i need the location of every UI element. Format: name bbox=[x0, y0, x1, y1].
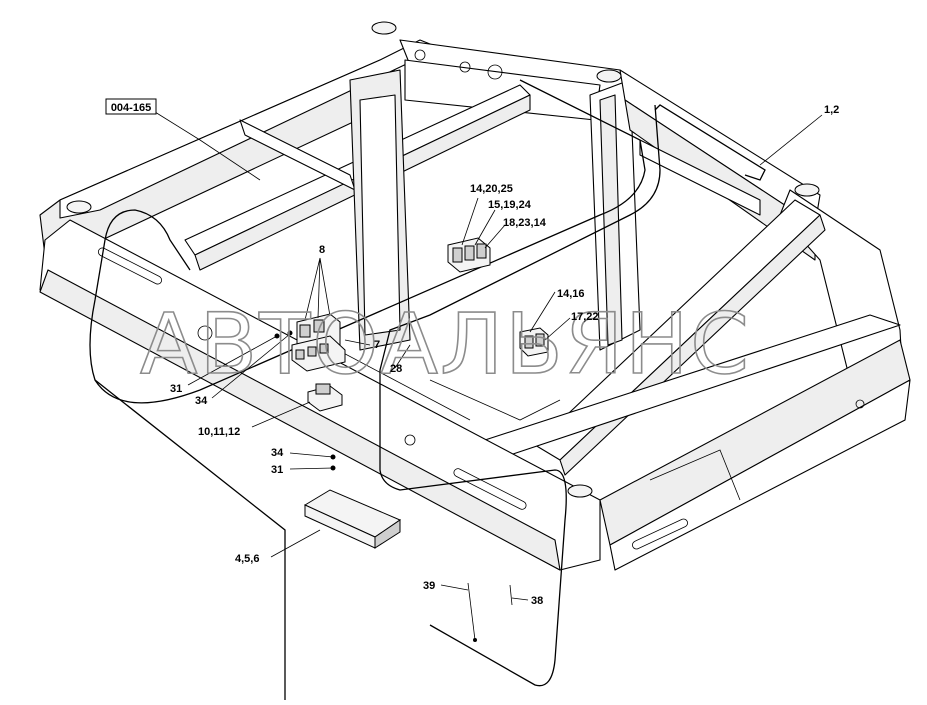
right-rear-post-side bbox=[599, 94, 623, 346]
leader-34-b bbox=[289, 452, 334, 458]
corner-mount bbox=[371, 21, 397, 35]
bolt-hole bbox=[459, 61, 471, 73]
right-sill-lower bbox=[609, 379, 911, 571]
relay-block-upper bbox=[447, 237, 491, 273]
bolt-hole bbox=[855, 399, 865, 409]
front-sill-face bbox=[39, 269, 561, 571]
reference-tag[interactable]: 004-165 bbox=[105, 98, 157, 115]
reference-tag-text[interactable]: 004-165 bbox=[111, 102, 151, 114]
callout-17-22: 17,22 bbox=[571, 311, 599, 323]
wiring-harness bbox=[89, 79, 766, 700]
rear-cross-beam-right bbox=[639, 139, 761, 216]
floor-line bbox=[429, 379, 561, 421]
corner-mount bbox=[794, 183, 820, 197]
leader-8 bbox=[304, 257, 331, 321]
cable-tie-head bbox=[473, 638, 477, 642]
fuse-block-cluster bbox=[291, 313, 346, 372]
harness-loop bbox=[379, 104, 661, 687]
leader-10-11-12 bbox=[251, 401, 311, 428]
callout-labels: 1,2 14,20,25 15,19,24 18,23,14 8 7 14,16… bbox=[170, 104, 839, 607]
leader-14-20-25 bbox=[461, 197, 479, 246]
leader-18-23-14 bbox=[484, 224, 506, 249]
callout-34-b: 34 bbox=[271, 447, 284, 459]
harness-vertical bbox=[94, 379, 286, 700]
relay-lower bbox=[307, 383, 343, 412]
leader-lines bbox=[154, 111, 823, 601]
leader-1-2 bbox=[759, 114, 823, 166]
sill-slot bbox=[97, 247, 163, 285]
callout-39: 39 bbox=[423, 580, 435, 592]
components bbox=[274, 237, 549, 642]
callout-10-11-12: 10,11,12 bbox=[198, 426, 240, 438]
bolt-hole bbox=[404, 434, 416, 446]
leader-15-19-24 bbox=[474, 209, 496, 246]
callout-14-20-25: 14,20,25 bbox=[470, 183, 513, 195]
bolt-hole bbox=[197, 325, 213, 341]
callout-18-23-14: 18,23,14 bbox=[503, 217, 547, 229]
leader-14-16 bbox=[529, 291, 556, 333]
cable-tie-39 bbox=[467, 582, 476, 641]
callout-7: 7 bbox=[374, 339, 380, 351]
corner-mount bbox=[66, 200, 92, 214]
leader-7 bbox=[344, 339, 371, 346]
control-unit bbox=[303, 489, 402, 549]
leader-31-a bbox=[187, 335, 278, 386]
callout-31-a: 31 bbox=[170, 383, 182, 395]
corner-mount bbox=[567, 484, 593, 498]
callout-15-19-24: 15,19,24 bbox=[488, 199, 532, 211]
callout-4-5-6: 4,5,6 bbox=[235, 553, 259, 565]
sill-slot bbox=[453, 468, 527, 510]
floor-line bbox=[649, 449, 741, 501]
harness-right bbox=[654, 104, 766, 181]
leader-28 bbox=[394, 344, 411, 369]
leader-17-22 bbox=[544, 317, 571, 341]
corner-mount bbox=[596, 69, 622, 83]
callout-38: 38 bbox=[531, 595, 543, 607]
screw bbox=[287, 330, 293, 336]
leader-4-5-6 bbox=[270, 529, 321, 558]
leader-31-b bbox=[289, 467, 334, 470]
harness-left-loop bbox=[89, 79, 646, 404]
callout-31-b: 31 bbox=[271, 464, 283, 476]
leader-38 bbox=[511, 597, 529, 601]
reference-tag-box[interactable] bbox=[105, 98, 157, 115]
callout-8: 8 bbox=[319, 244, 325, 256]
callout-28: 28 bbox=[390, 363, 402, 375]
callout-14-16: 14,16 bbox=[557, 288, 585, 300]
leader-004-165 bbox=[154, 111, 261, 181]
bolt-hole bbox=[414, 49, 426, 61]
relay-right bbox=[519, 327, 549, 357]
cable-tie-38 bbox=[509, 584, 513, 606]
callout-1-2: 1,2 bbox=[824, 104, 839, 116]
callout-34-a: 34 bbox=[195, 395, 208, 407]
middle-post-front bbox=[359, 94, 401, 336]
leader-34-a bbox=[211, 333, 291, 399]
watermark: АВТОАЛЬЯНС bbox=[140, 295, 751, 393]
sill-slot bbox=[632, 518, 688, 550]
bolt-hole bbox=[487, 64, 503, 80]
leader-39 bbox=[440, 584, 469, 591]
